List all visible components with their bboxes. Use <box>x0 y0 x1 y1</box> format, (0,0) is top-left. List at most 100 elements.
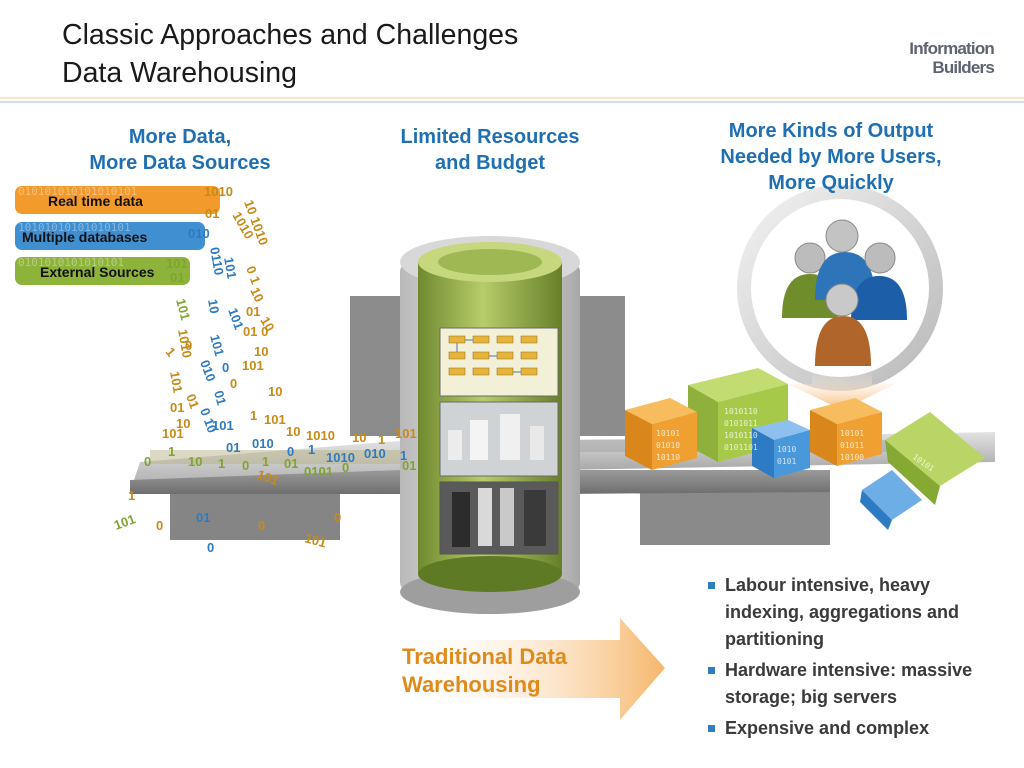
title-line-1: Classic Approaches and Challenges <box>62 19 519 51</box>
svg-text:0: 0 <box>144 454 151 469</box>
svg-text:1010110: 1010110 <box>724 407 758 416</box>
svg-text:0: 0 <box>230 376 237 391</box>
source-label-databases: Multiple databases <box>22 229 148 245</box>
svg-text:0: 0 <box>156 518 163 533</box>
svg-text:0: 0 <box>342 460 349 475</box>
svg-text:101: 101 <box>112 511 138 533</box>
heading-output-line-2: Needed by More Users, <box>720 146 942 168</box>
title-line-2: Data Warehousing <box>62 57 297 89</box>
heading-limited-resources: Limited Resources and Budget <box>380 124 600 176</box>
svg-text:01: 01 <box>170 270 184 285</box>
svg-text:101: 101 <box>242 358 264 373</box>
svg-text:0 1: 0 1 <box>243 264 263 286</box>
logo-line-2: Builders <box>932 58 994 77</box>
svg-text:01: 01 <box>183 392 202 411</box>
svg-text:101: 101 <box>221 256 240 280</box>
svg-text:01: 01 <box>246 304 260 319</box>
svg-text:0: 0 <box>207 540 214 555</box>
warehouse-cylinder-icon <box>400 236 580 614</box>
heading-more-data-line-1: More Data, <box>128 126 232 148</box>
company-logo: Information Builders <box>909 39 995 77</box>
arrow-shape <box>395 618 665 720</box>
svg-text:010: 010 <box>364 446 386 461</box>
bullet-square-icon <box>708 582 715 589</box>
svg-text:1010: 1010 <box>306 428 335 443</box>
svg-text:0101011: 0101011 <box>724 419 758 428</box>
svg-text:101: 101 <box>212 418 234 433</box>
slide-title: Classic Approaches and Challenges Data W… <box>62 16 518 92</box>
bullet-text: Expensive and complex <box>725 718 930 738</box>
heading-more-data-line-2: More Data Sources <box>89 152 271 174</box>
challenges-list: Labour intensive, heavy indexing, aggreg… <box>706 572 1006 746</box>
svg-text:01 0: 01 0 <box>243 324 268 339</box>
svg-text:0: 0 <box>222 360 229 375</box>
list-item: Hardware intensive: massive storage; big… <box>706 657 1006 711</box>
svg-text:01: 01 <box>205 206 219 221</box>
svg-text:1: 1 <box>308 442 315 457</box>
svg-text:01010: 01010 <box>656 441 680 450</box>
heading-output-line-1: More Kinds of Output <box>728 120 934 142</box>
svg-text:10101: 10101 <box>656 429 680 438</box>
svg-text:1: 1 <box>218 456 225 471</box>
svg-text:101: 101 <box>303 530 328 550</box>
svg-text:101: 101 <box>162 426 184 441</box>
svg-text:1: 1 <box>378 432 385 447</box>
svg-text:0101101: 0101101 <box>724 443 758 452</box>
svg-text:01: 01 <box>226 440 240 455</box>
svg-text:010: 010 <box>252 436 274 451</box>
svg-text:101: 101 <box>167 370 186 394</box>
heading-more-data: More Data, More Data Sources <box>60 124 300 176</box>
heading-output-line-3: More Quickly <box>768 172 894 194</box>
svg-text:0101: 0101 <box>777 457 796 466</box>
svg-text:10: 10 <box>205 298 222 315</box>
list-item: Expensive and complex <box>706 715 1006 742</box>
bullet-text: Hardware intensive: massive storage; big… <box>725 660 973 707</box>
svg-text:10: 10 <box>254 344 268 359</box>
svg-text:10: 10 <box>176 416 190 431</box>
svg-text:101: 101 <box>166 256 188 271</box>
svg-text:1: 1 <box>250 408 257 423</box>
bullet-square-icon <box>708 667 715 674</box>
svg-text:1: 1 <box>163 344 179 359</box>
svg-text:1: 1 <box>400 448 407 463</box>
source-label-realtime: Real time data <box>48 193 143 209</box>
svg-text:01: 01 <box>402 458 416 473</box>
svg-text:1010110: 1010110 <box>724 431 758 440</box>
svg-text:10101: 10101 <box>840 429 864 438</box>
svg-text:1: 1 <box>168 444 175 459</box>
svg-text:101: 101 <box>207 333 227 358</box>
list-item: Labour intensive, heavy indexing, aggreg… <box>706 572 1006 653</box>
bullet-text: Labour intensive, heavy indexing, aggreg… <box>725 575 960 649</box>
users-group-icon <box>737 185 943 410</box>
svg-text:0110: 0110 <box>207 246 227 276</box>
svg-text:1010: 1010 <box>326 450 355 465</box>
svg-text:0: 0 <box>334 510 341 525</box>
svg-text:10110: 10110 <box>656 453 680 462</box>
svg-text:010: 010 <box>188 226 210 241</box>
traditional-dw-label: Traditional Data Warehousing <box>402 643 622 699</box>
svg-text:1010: 1010 <box>777 445 796 454</box>
bullet-square-icon <box>708 725 715 732</box>
svg-text:10: 10 <box>257 314 277 334</box>
heading-more-output: More Kinds of Output Needed by More User… <box>690 118 972 196</box>
source-bar-realtime <box>15 186 220 214</box>
svg-text:10: 10 <box>188 454 202 469</box>
traditional-dw-line-2: Warehousing <box>402 672 541 697</box>
svg-text:01: 01 <box>170 400 184 415</box>
svg-text:1: 1 <box>128 488 135 503</box>
svg-text:10: 10 <box>286 424 300 439</box>
svg-text:0: 0 <box>287 444 294 459</box>
svg-text:101: 101 <box>395 426 417 441</box>
svg-text:1: 1 <box>262 454 269 469</box>
svg-text:10100: 10100 <box>840 453 864 462</box>
svg-text:010: 010 <box>197 358 219 384</box>
svg-text:10101010101010101: 10101010101010101 <box>18 221 131 234</box>
svg-text:101: 101 <box>225 306 247 332</box>
svg-text:0: 0 <box>242 458 249 473</box>
traditional-dw-line-1: Traditional Data <box>402 644 568 669</box>
svg-text:101: 101 <box>255 467 281 489</box>
svg-text:10: 10 <box>352 430 366 445</box>
svg-text:101: 101 <box>173 297 193 322</box>
